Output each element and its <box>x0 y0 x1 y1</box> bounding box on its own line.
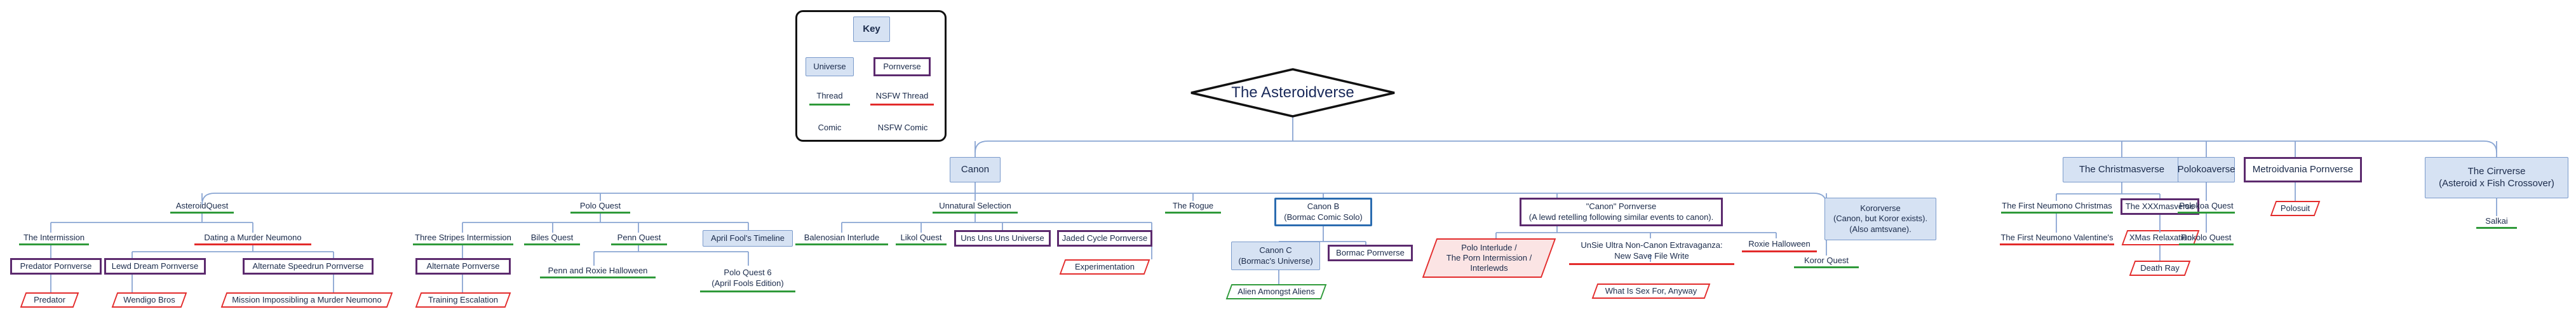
dating-murder-neumono-node: Dating a Murder Neumono <box>194 233 311 245</box>
rokolo-quest-node: Rokolo Quest <box>2179 233 2234 245</box>
three-stripes-intermission-node: Three Stripes Intermission <box>413 233 513 245</box>
unsie-ultra-node: UnSie Ultra Non-Canon Extravaganza: New … <box>1569 238 1734 265</box>
canon-pornverse-node: "Canon" Pornverse (A lewd retelling foll… <box>1520 198 1723 226</box>
cirrverse-node: The Cirrverse (Asteroid x Fish Crossover… <box>2425 157 2568 198</box>
wendigo-bros-comic: Wendigo Bros <box>114 292 184 308</box>
first-neumono-christmas-node: The First Neumono Christmas <box>2001 201 2113 214</box>
predator-pornverse-node: Predator Pornverse <box>10 258 102 275</box>
alternate-speedrun-pornverse-node: Alternate Speedrun Pornverse <box>243 258 374 275</box>
xmas-relaxation-comic: XMas Relaxation <box>2124 230 2197 245</box>
the-intermission-node: The Intermission <box>19 233 89 245</box>
training-escalation-comic: Training Escalation <box>418 292 508 308</box>
balenosian-interlude-node: Balenosian Interlude <box>795 233 888 245</box>
unnatural-selection-node: Unnatural Selection <box>933 201 1018 214</box>
polo-interlude-comic: Polo Interlude / The Porn Intermission /… <box>1429 238 1549 278</box>
biles-quest-node: Biles Quest <box>524 233 580 245</box>
bormac-pornverse-node: Bormac Pornverse <box>1328 245 1413 261</box>
predator-comic: Predator <box>23 292 76 308</box>
alternate-pornverse-node: Alternate Pornverse <box>415 258 511 275</box>
salkai-node: Salkai <box>2476 216 2517 229</box>
april-fools-timeline-node: April Fool's Timeline <box>703 230 793 247</box>
mission-impossibling-comic: Mission Impossibling a Murder Neumono <box>224 292 390 308</box>
title-diamond <box>1190 68 1395 118</box>
death-ray-comic: Death Ray <box>2132 261 2188 276</box>
the-rogue-node: The Rogue <box>1165 201 1221 214</box>
penn-and-roxie-halloween-node: Penn and Roxie Halloween <box>540 266 656 278</box>
polokoaverse-node: Polokoaverse <box>2178 157 2235 182</box>
christmasverse-node: The Christmasverse <box>2063 157 2181 182</box>
key-heading: Key <box>853 17 890 42</box>
what-is-sex-for-comic: What Is Sex For, Anyway <box>1595 283 1708 299</box>
roxie-halloween-node: Roxie Halloween <box>1742 238 1817 252</box>
key-nsfw-thread: NSFW Thread <box>870 89 934 106</box>
metroidvania-pornverse-node: Metroidvania Pornverse <box>2244 157 2362 182</box>
alien-amongst-aliens-comic: Alien Amongst Aliens <box>1229 284 1324 299</box>
polosuit-comic: Polosuit <box>2273 201 2317 216</box>
first-neumono-valentines-node: The First Neumono Valentine's <box>2000 233 2114 245</box>
polo-quest-node: Polo Quest <box>570 201 630 214</box>
koror-quest-node: Koror Quest <box>1794 256 1859 268</box>
canon-node: Canon <box>950 157 1001 182</box>
key-pornverse: Pornverse <box>873 57 931 76</box>
uns-uns-uns-universe-node: Uns Uns Uns Universe <box>954 230 1051 247</box>
penn-quest-node: Penn Quest <box>611 233 667 245</box>
page-title: The Asteroidverse <box>1231 84 1354 101</box>
polo-quest-6-node: Polo Quest 6 (April Fools Edition) <box>700 266 795 292</box>
asteroidquest-node: AsteroidQuest <box>170 201 234 214</box>
jaded-cycle-pornverse-node: Jaded Cycle Pornverse <box>1057 230 1152 247</box>
key-nsfw-comic: NSFW Comic <box>868 120 938 136</box>
key-comic: Comic <box>809 120 850 136</box>
canon-b-node: Canon B (Bormac Comic Solo) <box>1274 198 1372 226</box>
experimentation-comic: Experimentation <box>1062 259 1147 275</box>
key-universe: Universe <box>806 57 854 76</box>
kororverse-node: Kororverse (Canon, but Koror exists). (A… <box>1824 198 1936 240</box>
lewd-dream-pornverse-node: Lewd Dream Pornverse <box>104 258 206 275</box>
key-thread: Thread <box>809 89 850 106</box>
likol-quest-node: Likol Quest <box>896 233 947 245</box>
canon-c-node: Canon C (Bormac's Universe) <box>1231 242 1320 270</box>
polokoa-quest-node: Polokoa Quest <box>2178 201 2235 214</box>
